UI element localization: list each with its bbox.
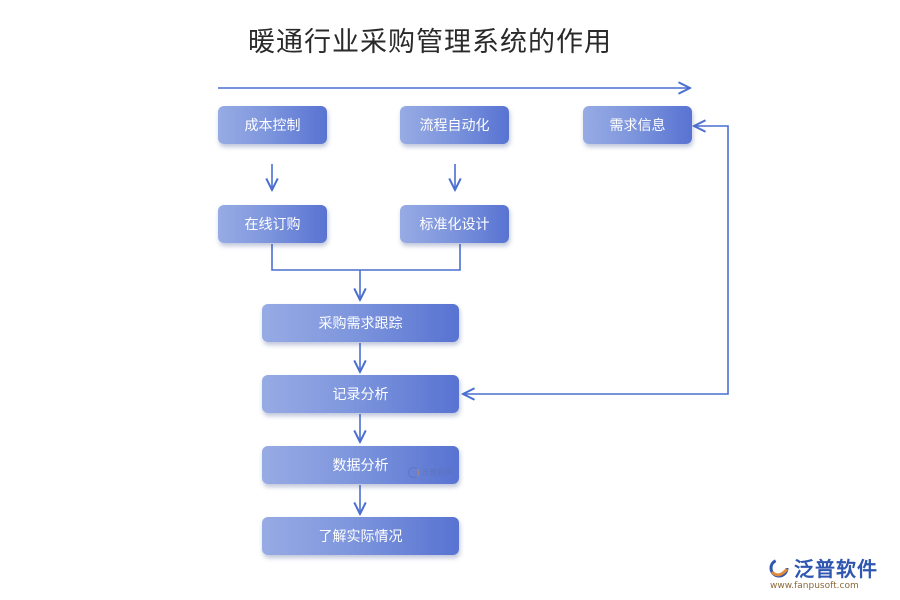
node-data-analysis: 数据分析 xyxy=(262,446,459,484)
node-standardized-design: 标准化设计 xyxy=(400,205,509,243)
watermark-text: 泛普软件 xyxy=(421,468,453,477)
page-title: 暖通行业采购管理系统的作用 xyxy=(248,27,612,58)
brand-url: www.fanpusoft.com xyxy=(770,581,859,591)
watermark: 泛普软件 xyxy=(408,467,453,478)
merge-connector xyxy=(271,244,461,271)
node-cost-control: 成本控制 xyxy=(218,106,327,144)
node-process-automation: 流程自动化 xyxy=(400,106,509,144)
node-record-analysis: 记录分析 xyxy=(262,375,459,413)
fanpu-logo-icon xyxy=(768,557,790,579)
node-demand-info: 需求信息 xyxy=(583,106,692,144)
node-purchase-tracking: 采购需求跟踪 xyxy=(262,304,459,342)
brand-logo-block: 泛普软件 www.fanpusoft.com xyxy=(768,553,878,591)
watermark-logo-icon xyxy=(408,467,419,478)
feedback-loop xyxy=(463,126,729,394)
node-online-ordering: 在线订购 xyxy=(218,205,327,243)
node-understand-situation: 了解实际情况 xyxy=(262,517,459,555)
brand-name: 泛普软件 xyxy=(794,557,878,581)
